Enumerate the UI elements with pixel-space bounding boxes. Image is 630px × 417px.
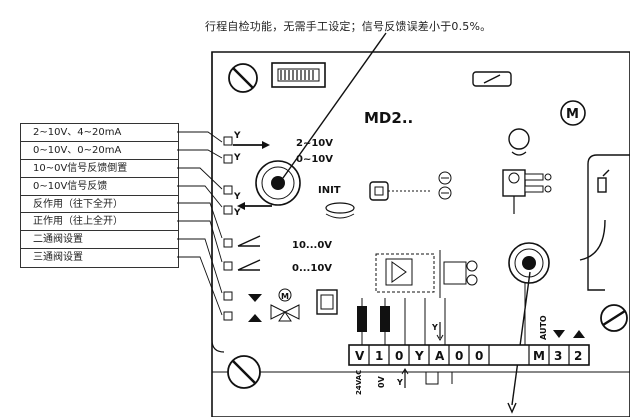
screw-top-left-icon: [228, 63, 258, 93]
init-label: INIT: [318, 185, 341, 196]
amplifier-block: [375, 250, 478, 298]
terminal-label: 0: [475, 349, 483, 363]
svg-text:Y: Y: [431, 323, 438, 332]
terminal-label: 0: [395, 349, 403, 363]
svg-text:Y: Y: [233, 131, 241, 141]
direct-action-indicator: [223, 259, 261, 271]
y-indicator-4: Y: [223, 202, 272, 218]
screw-right-icon: [600, 304, 628, 332]
legend-row: 2~10V、4~20mA: [21, 124, 178, 142]
caption-pointer: [282, 32, 387, 179]
legend-row: 反作用（往下全开）: [21, 196, 178, 214]
y-indicator-top: Y: [223, 131, 270, 149]
auto-manual-knob[interactable]: [508, 242, 550, 284]
arrow-up-icon: [573, 330, 585, 338]
legend-box: 2~10V、4~20mA 0~10V、0~20mA 10~0V信号反馈倒置 0~…: [20, 123, 179, 269]
connector-block-icon: [271, 62, 326, 88]
y-arrow-indicator: Y: [431, 322, 444, 341]
terminal-label: 1: [375, 349, 383, 363]
terminal-label: 3: [554, 349, 562, 363]
legend-row: 0~10V、0~20mA: [21, 142, 178, 160]
terminal-label: Y: [414, 349, 424, 363]
terminal-label: 0: [455, 349, 463, 363]
action-direct-label: 0...10V: [292, 263, 332, 274]
legend-row: 0~10V信号反馈: [21, 178, 178, 196]
legend-row: 二通阀设置: [21, 231, 178, 250]
right-mechanism: [579, 154, 630, 291]
leader-lines: [177, 131, 223, 316]
terminal-label: M: [533, 349, 545, 363]
rotation-indicator-icon: [508, 128, 530, 156]
reverse-action-indicator: [223, 235, 261, 248]
board-corner-notch: [211, 52, 225, 353]
svg-text:Y: Y: [233, 208, 241, 218]
action-reverse-label: 10...0V: [292, 240, 332, 251]
svg-text:Y: Y: [233, 192, 241, 202]
legend-row: 正作用（往上全开）: [21, 213, 178, 232]
range-selector-dial[interactable]: [255, 160, 301, 206]
terminal-label: A: [435, 349, 445, 363]
three-way-valve-indicator: [223, 311, 262, 322]
screw-bottom-left-icon: [227, 355, 261, 389]
two-way-valve-indicator: [223, 291, 262, 302]
fuse-icon: [472, 71, 512, 87]
feedback-symbol-icon: Y: [396, 368, 453, 388]
range-upper-label: 2~10V: [296, 138, 333, 149]
supply-label: 24VAC: [355, 370, 363, 395]
init-button[interactable]: [325, 202, 355, 219]
legend-row: 三通阀设置: [33, 252, 83, 264]
caption: 行程自检功能，无需手工设定；信号反馈误差小于0.5%。: [205, 20, 492, 33]
valve-motor-icon: M: [270, 288, 300, 322]
auto-label: AUTO: [539, 315, 548, 340]
terminal-strip: V 1 0 Y A 0 0 M 3 2: [348, 344, 590, 366]
wiring: [361, 283, 526, 345]
legend-row: 10~0V信号反馈倒置: [21, 160, 178, 178]
terminal-label: V: [355, 349, 365, 363]
y-indicator-3: Y: [223, 185, 241, 202]
svg-text:M: M: [566, 107, 579, 122]
capacitors: [357, 298, 390, 332]
svg-text:Y: Y: [396, 378, 403, 387]
zero-v-label: 0V: [377, 375, 386, 388]
motor-symbol-icon: M: [560, 100, 586, 126]
y-indicator-2: Y: [223, 153, 241, 164]
init-connector: [369, 181, 432, 201]
model-label: MD2..: [364, 109, 413, 127]
svg-text:M: M: [281, 292, 289, 301]
knob-pointer: [511, 271, 531, 406]
arrow-down-icon: [553, 330, 565, 338]
terminal-label: 2: [574, 349, 582, 363]
status-leds: [438, 171, 452, 200]
svg-text:Y: Y: [233, 153, 241, 163]
range-lower-label: 0~10V: [296, 154, 333, 165]
valve-selector-switch[interactable]: [316, 289, 338, 315]
potentiometer-icon: [502, 169, 552, 214]
